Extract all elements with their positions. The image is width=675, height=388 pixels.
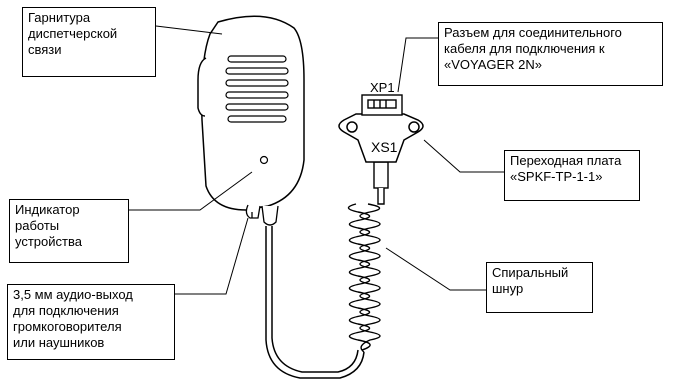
xp1-plug	[361, 94, 403, 116]
headset-body	[200, 15, 305, 211]
speaker-grille	[225, 55, 289, 123]
indicator-callout: Индикатор работы устройства	[9, 199, 129, 263]
audio-output-callout: 3,5 мм аудио-выход для подключения громк…	[7, 284, 175, 360]
cord-stem	[373, 161, 389, 205]
adapter-board-callout: Переходная плата «SPKF-TP-1-1»	[504, 150, 640, 201]
connector-callout: Разъем для соединительного кабеля для по…	[438, 22, 663, 86]
xs1-label: XS1	[371, 139, 398, 155]
headset-callout: Гарнитура диспетчерской связи	[22, 7, 156, 77]
ptt-button	[197, 57, 207, 117]
xp1-label: XP1	[370, 80, 395, 95]
spiral-cord-callout: Спиральный шнур	[486, 262, 593, 313]
cable	[265, 226, 365, 379]
spiral-cord	[347, 203, 381, 353]
adapter-board	[338, 113, 424, 163]
bottom-fittings	[245, 204, 279, 226]
leader-lines	[129, 25, 504, 295]
indicator-led	[259, 155, 269, 165]
